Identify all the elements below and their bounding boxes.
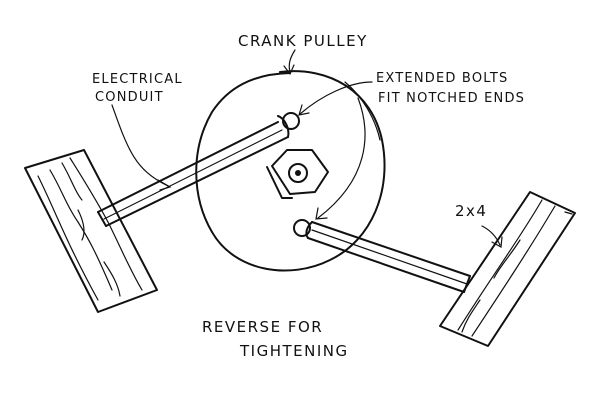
lower-extended-bolt: [293, 219, 311, 237]
leader-arrow-upper-bolt: [298, 81, 373, 116]
label-fit-notched-ends: FIT NOTCHED ENDS: [378, 91, 525, 106]
label-extended-bolts: EXTENDED BOLTS: [376, 71, 509, 86]
label-2x4: 2x4: [455, 202, 487, 220]
label-conduit: CONDUIT: [95, 90, 164, 105]
label-reverse-for: REVERSE FOR: [202, 318, 323, 336]
leader-arrow-conduit: [111, 104, 172, 191]
upper-conduit-bar: [97, 115, 290, 227]
left-2x4-board: [24, 149, 158, 313]
center-hex-bolt: [266, 149, 329, 199]
leader-arrow-2x4: [481, 225, 503, 248]
leader-arrow-lower-bolt: [315, 97, 366, 220]
label-electrical: ELECTRICAL: [92, 72, 183, 87]
crank-pulley: [195, 70, 386, 272]
upper-extended-bolt: [282, 112, 300, 130]
label-crank-pulley: CRANK PULLEY: [238, 32, 368, 50]
leader-arrow-crank-pulley: [283, 49, 296, 76]
label-tightening: TIGHTENING: [239, 342, 349, 360]
lower-conduit-bar: [305, 221, 471, 293]
right-2x4-board: [439, 191, 576, 347]
